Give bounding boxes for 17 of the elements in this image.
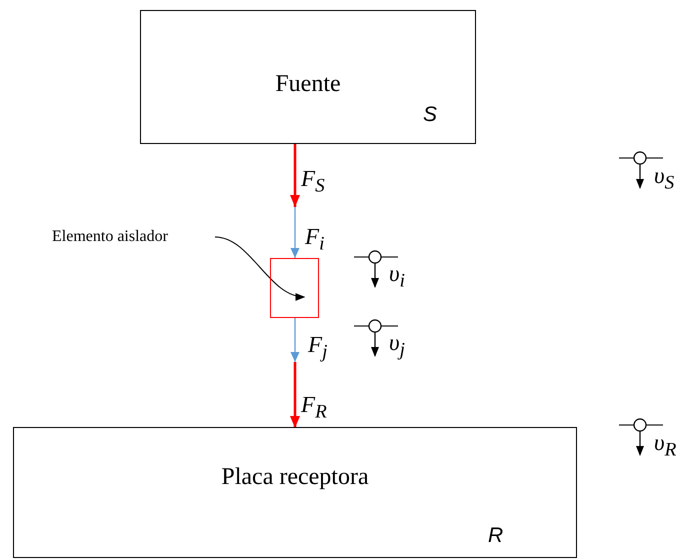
callout-text: Elemento aislador [52, 226, 214, 248]
velocity-label: υ$_{j}$ [389, 331, 405, 360]
leader-line [214, 236, 306, 300]
symbol-letter: S [423, 103, 438, 127]
source-box [140, 10, 476, 144]
force-label: F$_{i}$ [305, 225, 324, 254]
force-label: F$_{j}$ [308, 333, 328, 362]
box-title: Placa receptora [221, 464, 369, 491]
velocity-label: υ$_{S}$ [654, 164, 674, 193]
force-label: F$_{S}$ [301, 167, 325, 196]
force-label: F$_{R}$ [301, 393, 327, 422]
velocity-label: υ$_{i}$ [389, 262, 405, 291]
isolator-box [270, 258, 319, 318]
velocity-label: υ$_{R}$ [654, 431, 676, 460]
receiver-plate-box [13, 427, 577, 558]
symbol-letter: R [488, 524, 504, 548]
box-title: Fuente [275, 71, 341, 98]
